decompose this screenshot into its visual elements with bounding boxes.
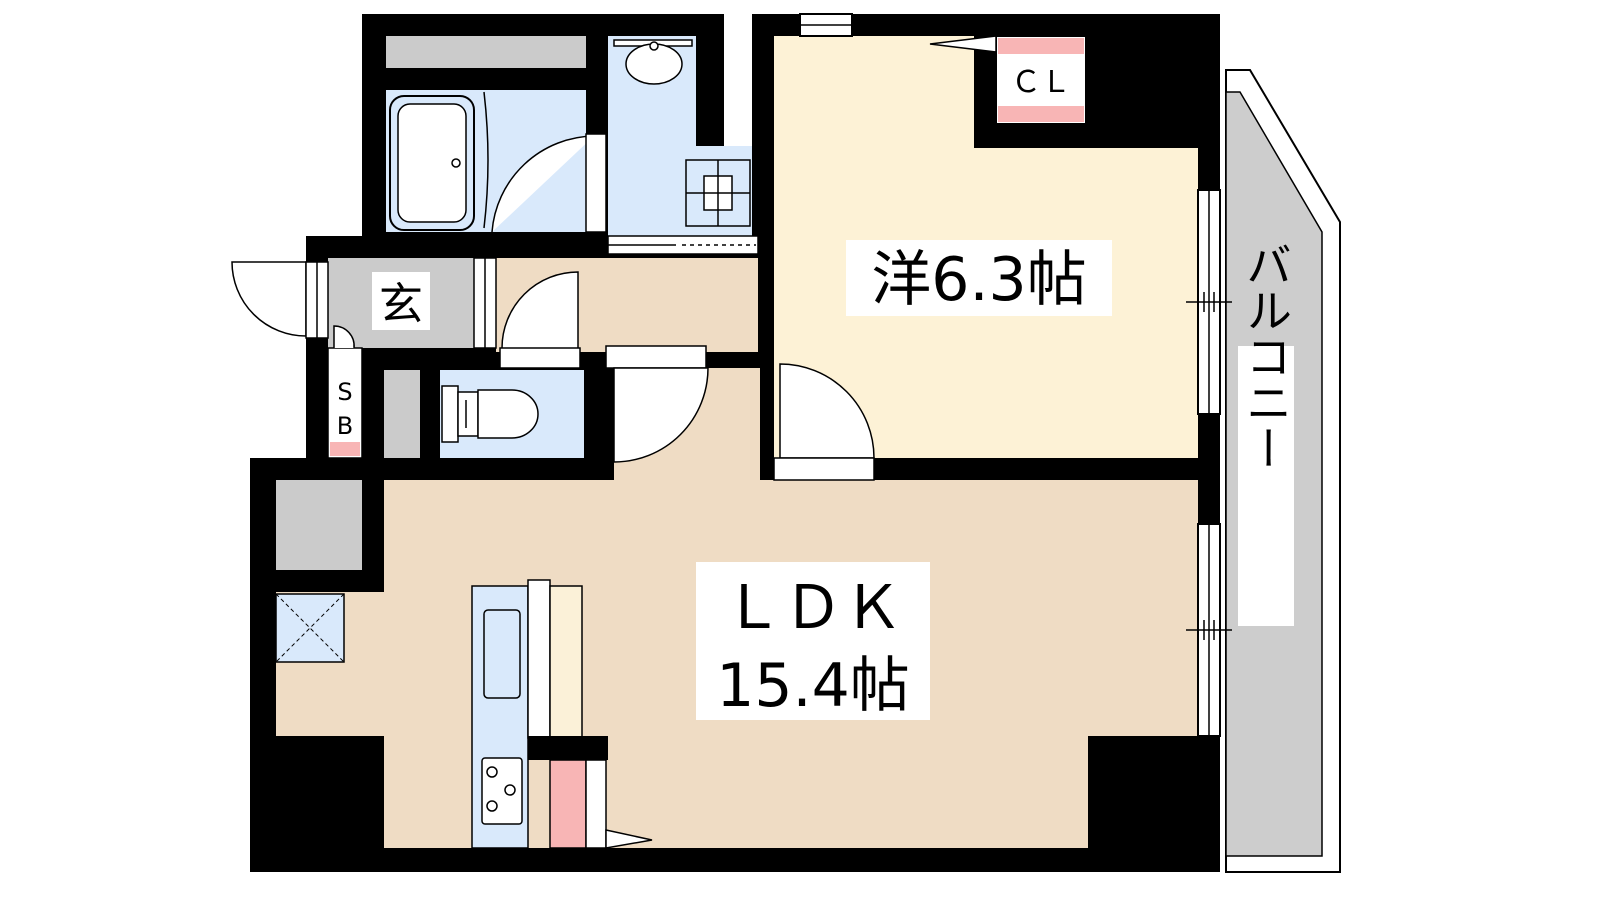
window-western-balcony xyxy=(1186,189,1232,415)
balcony-label: バルコニー xyxy=(1239,241,1293,471)
western-room-label-bg xyxy=(846,240,1112,316)
pantry-wall xyxy=(528,736,608,760)
entrance-label-bg xyxy=(372,272,430,330)
ldk-door-upper xyxy=(605,345,709,463)
closet-label: ＣＬ xyxy=(1011,65,1071,100)
storage-narrow xyxy=(384,370,420,458)
entrance-label: 玄 xyxy=(379,279,423,330)
washroom-sliding-door xyxy=(607,235,759,255)
ldk-size-label: 15.4帖 xyxy=(716,651,910,721)
washroom-top-gap xyxy=(724,14,752,126)
window-ldk-balcony xyxy=(1186,523,1232,737)
western-room-label: 洋6.3帖 xyxy=(871,245,1086,315)
shoe-box-label-b: B xyxy=(337,412,353,440)
ldk-label: ＬＤＫ xyxy=(723,573,903,643)
ldk-storage xyxy=(276,480,362,570)
ldk-label-bg xyxy=(696,562,930,720)
closet xyxy=(929,35,1087,125)
balcony-label-bg xyxy=(1238,346,1294,626)
shoe-box-label-s: S xyxy=(337,378,352,406)
washing-machine xyxy=(685,159,751,227)
refrigerator-space xyxy=(275,593,345,663)
western-room-door xyxy=(773,363,875,481)
hall-door xyxy=(499,271,581,369)
pantry xyxy=(549,759,653,849)
washbasin xyxy=(613,39,693,85)
toilet xyxy=(441,385,539,443)
kitchen-counter xyxy=(471,579,583,849)
bathtub xyxy=(389,95,475,231)
bathroom-door xyxy=(491,133,607,233)
shoe-box xyxy=(327,325,363,459)
front-door xyxy=(231,261,329,339)
storage-shelf-top xyxy=(386,36,586,68)
ldk-corner-wall-left xyxy=(276,736,330,848)
ldk-corner-wall-right xyxy=(1088,736,1200,848)
